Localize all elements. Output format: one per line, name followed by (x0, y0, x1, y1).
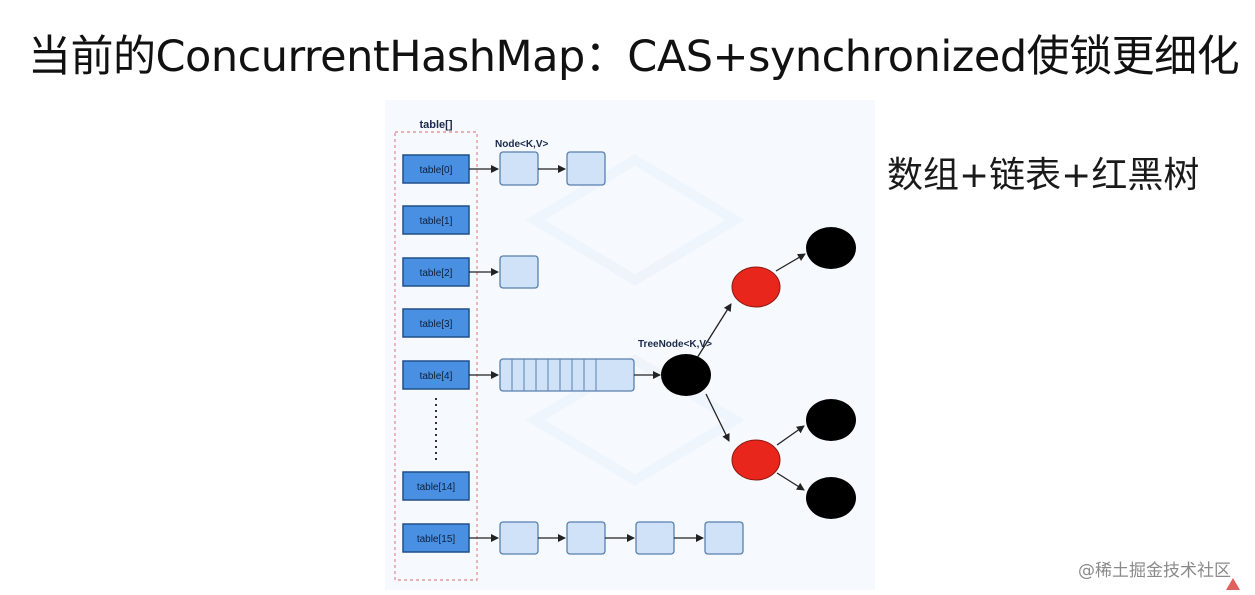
slide-title: 当前的ConcurrentHashMap：CAS+synchronized使锁更… (28, 32, 1240, 82)
tree-black-leaf-node (806, 477, 856, 519)
slide-subtitle: 数组+链表+红黑树 (887, 155, 1200, 196)
table-slot-2-label: table[2] (420, 268, 453, 279)
table-slot-3-label: table[3] (420, 319, 453, 330)
tree-black-leaf-node (806, 399, 856, 441)
table-slot-3: table[3] (402, 308, 470, 338)
node-box (635, 521, 675, 555)
tree-edge (775, 253, 806, 272)
node-box (704, 521, 744, 555)
tree-red-node-upper (731, 266, 781, 308)
table-slot-14: table[14] (402, 471, 470, 501)
table-slot-4-label: table[4] (420, 371, 453, 382)
tree-edge (776, 425, 805, 446)
node-box (566, 521, 606, 555)
node-box (499, 521, 539, 555)
tree-red-node-lower (731, 439, 781, 481)
table-bucket-border (394, 131, 478, 581)
table-slot-15: table[15] (402, 523, 470, 553)
tree-edge (776, 472, 805, 491)
diagram-panel: table[] Node<K,V> TreeNode<K,V> table[0]… (385, 100, 875, 590)
table-slot-1: table[1] (402, 205, 470, 235)
node-type-label: Node<K,V> (495, 139, 549, 150)
treenode-type-label: TreeNode<K,V> (638, 339, 712, 350)
table-slot-4: table[4] (402, 360, 470, 390)
tree-edge (696, 303, 732, 359)
table-slot-0: table[0] (402, 154, 470, 184)
background-pattern (525, 154, 745, 486)
table-slot-14-label: table[14] (417, 482, 456, 493)
tree-black-leaf-node (806, 227, 856, 269)
tree-edge (705, 393, 730, 442)
concurrenthashmap-diagram: table[] Node<K,V> TreeNode<K,V> table[0]… (394, 119, 856, 581)
node-box (499, 151, 539, 186)
table-slot-0-label: table[0] (420, 165, 453, 176)
node-box (499, 255, 539, 289)
table-slot-2: table[2] (402, 257, 470, 287)
corner-mark (1226, 578, 1240, 590)
tree-root-black-node (661, 354, 711, 396)
watermark: @稀土掘金技术社区 (1078, 561, 1231, 581)
table-slot-15-label: table[15] (417, 534, 456, 545)
list-segment (499, 358, 635, 392)
table-array-label: table[] (420, 119, 453, 131)
table-slot-1-label: table[1] (420, 216, 453, 227)
node-box (566, 151, 606, 186)
